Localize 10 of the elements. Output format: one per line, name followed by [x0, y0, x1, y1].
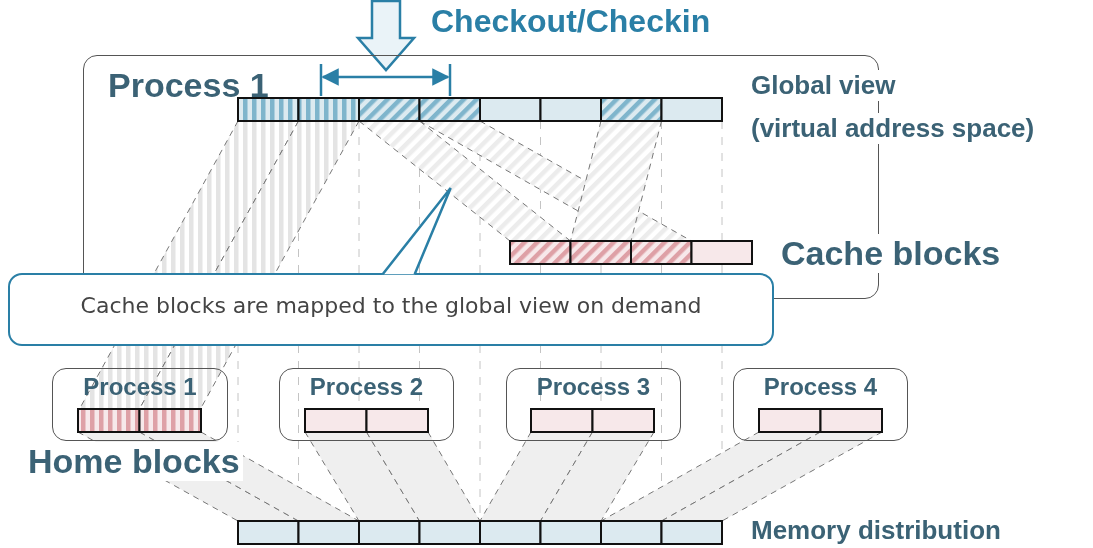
process-box	[52, 368, 228, 441]
process-title: Process 4	[762, 373, 879, 401]
process-box	[506, 368, 681, 441]
process-title: Process 1	[108, 66, 269, 105]
process-box	[733, 368, 908, 441]
callout-text: Cache blocks are mapped to the global view on demand	[79, 293, 703, 318]
process-title: Process 2	[308, 373, 425, 401]
process-title: Process 3	[535, 373, 652, 401]
process-box	[279, 368, 454, 441]
process-title: Process 1	[82, 373, 198, 401]
